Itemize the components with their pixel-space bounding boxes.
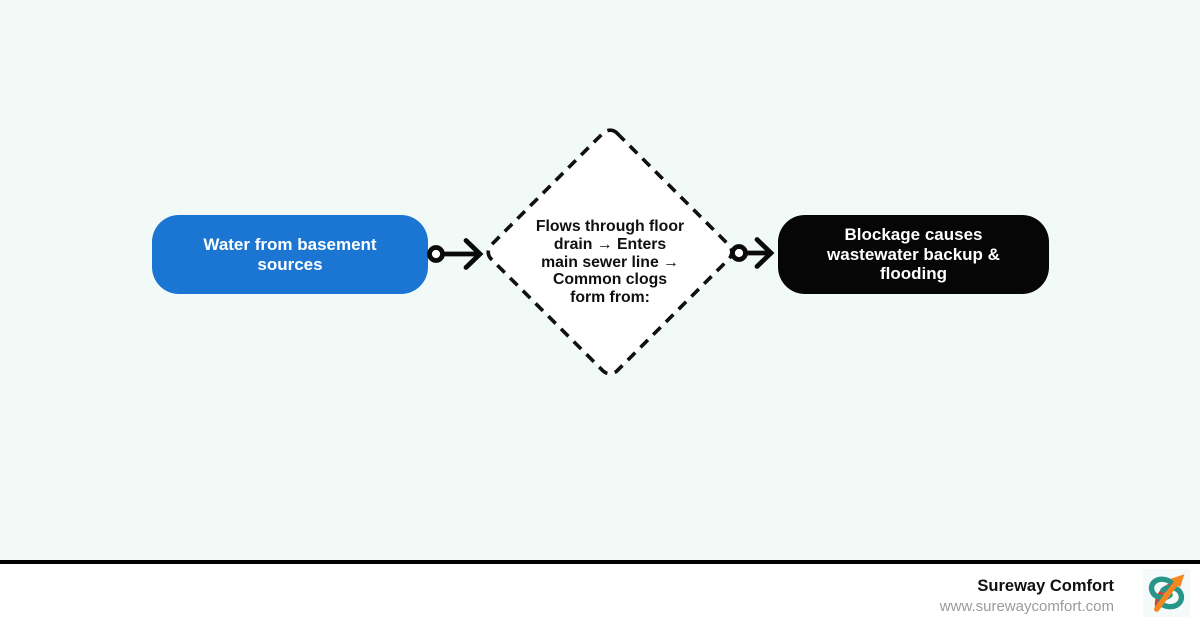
s-arrow-logo-icon <box>1148 574 1185 612</box>
flow-start-box-label-line: Water from basement <box>203 235 377 254</box>
brand-name: Sureway Comfort <box>977 577 1114 595</box>
decision-diamond-label-line: Common clogs <box>552 271 668 289</box>
footer-background <box>0 564 1200 630</box>
flow-connector-arrow-icon <box>427 238 484 270</box>
flow-end-box-label-line: flooding <box>879 264 948 284</box>
decision-diamond-shape <box>486 128 734 376</box>
decision-diamond-label: Flows through floor drain → Enters main … <box>495 218 725 307</box>
flow-start-box: Water from basement sources <box>152 215 428 294</box>
sureway-logo <box>1143 569 1190 617</box>
footer-branding: Sureway Comfort www.surewaycomfort.com <box>940 577 1114 616</box>
decision-diamond-label-line: Flows through floor <box>535 218 685 235</box>
footer-divider <box>0 560 1200 564</box>
flow-connector-arrow-icon <box>730 237 775 269</box>
decision-diamond-label-line: main sewer line → <box>541 253 679 271</box>
flow-end-box-label-line: wastewater backup & <box>827 244 1000 264</box>
decision-diamond-label-line: form from: <box>570 289 650 307</box>
flow-end-box: Blockage causes wastewater backup & floo… <box>778 215 1049 294</box>
flow-start-box-label-line: sources <box>257 254 323 274</box>
brand-website: www.surewaycomfort.com <box>939 598 1114 615</box>
decision-diamond-label-line: drain → Enters <box>553 235 667 253</box>
flow-end-box-label-line: Blockage causes <box>844 225 983 245</box>
